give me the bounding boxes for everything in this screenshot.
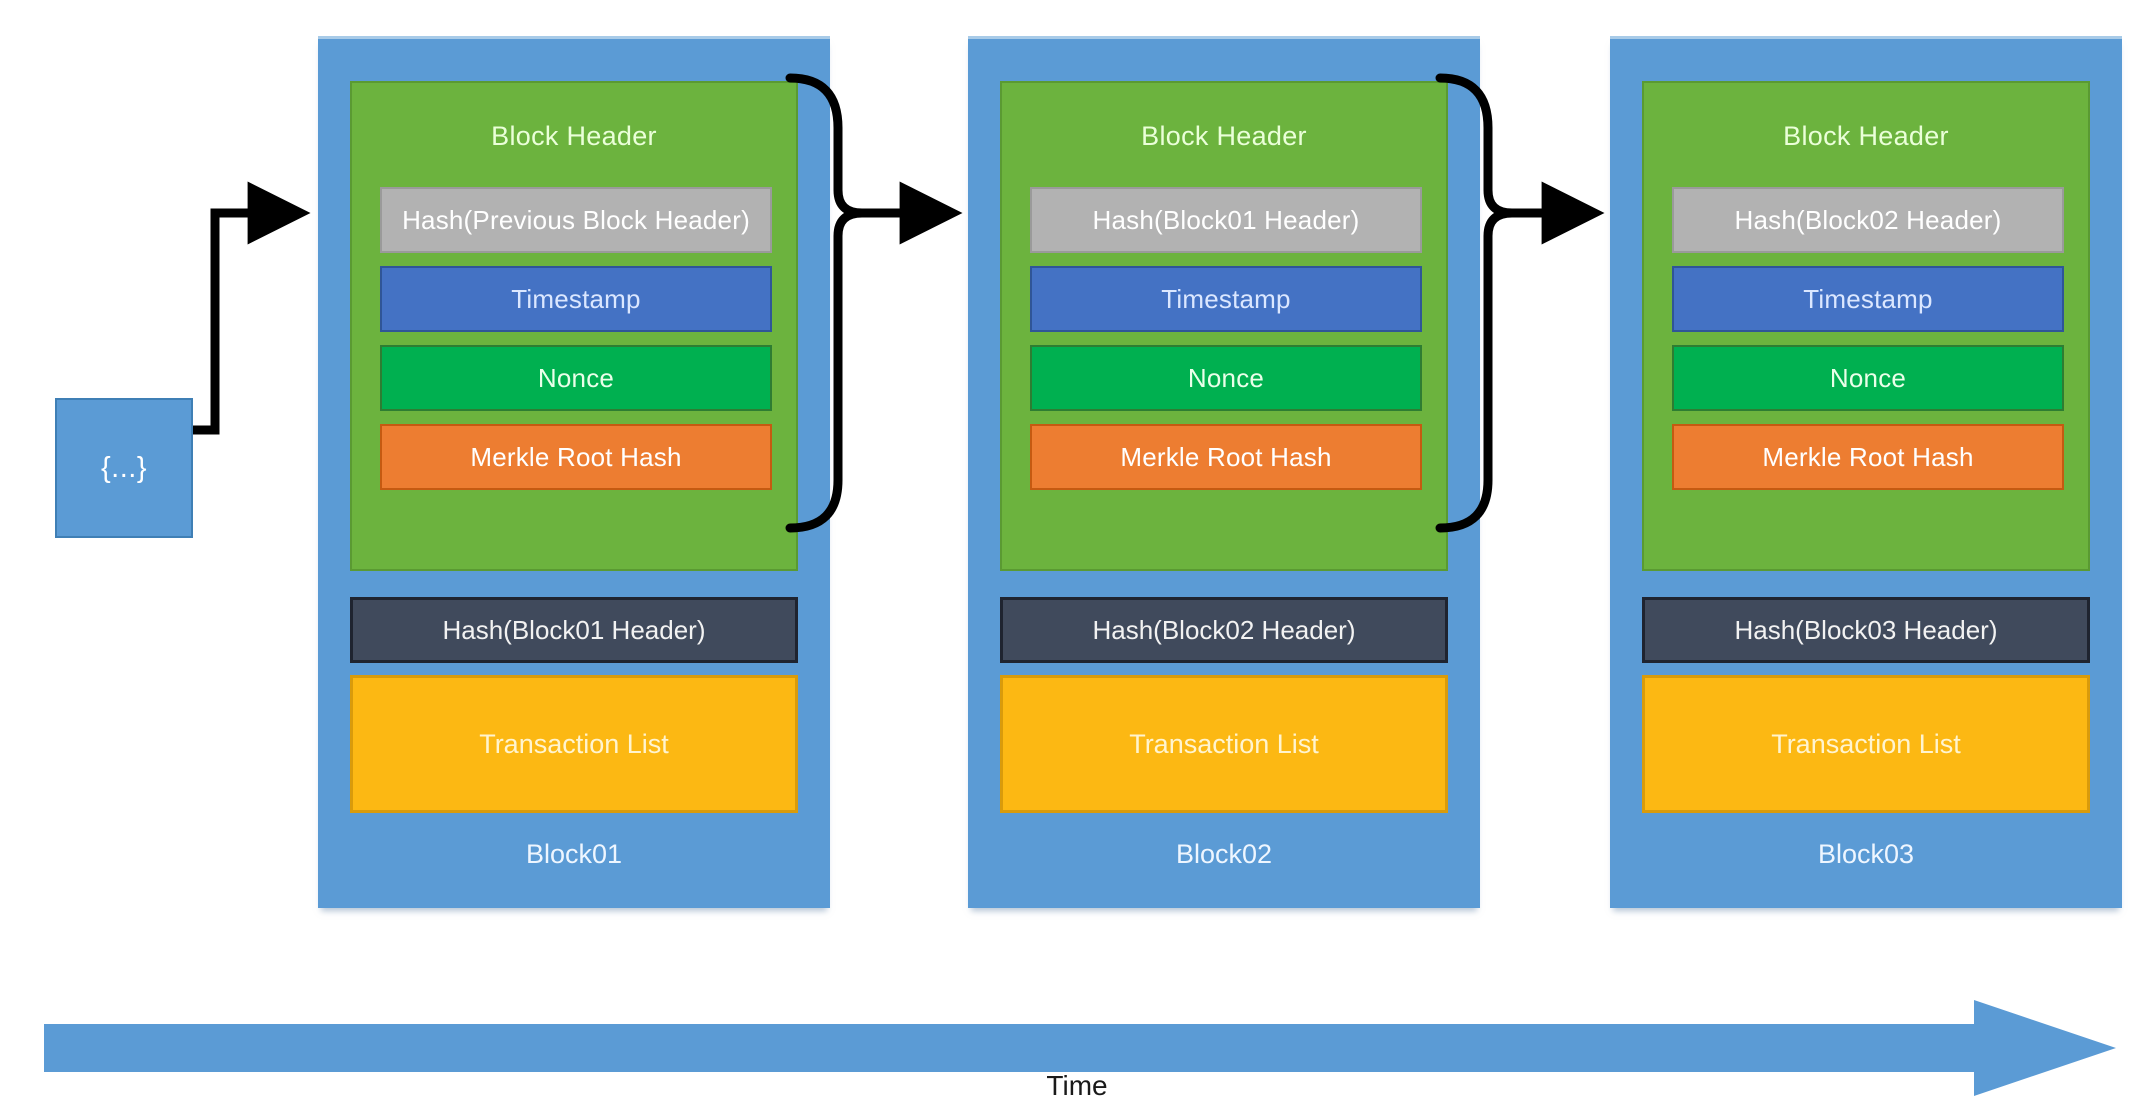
block-hash-bar-3[interactable]: Hash(Block03 Header) — [1642, 597, 2090, 663]
field-merkle-root-hash-2[interactable]: Merkle Root Hash — [1030, 424, 1422, 490]
time-axis-arrow-icon — [44, 1000, 2116, 1096]
field-nonce-2[interactable]: Nonce — [1030, 345, 1422, 411]
time-axis-label: Time — [1046, 1070, 1108, 1101]
field-previous-block-hash-1[interactable]: Hash(Previous Block Header) — [380, 187, 772, 253]
block-header-panel-2: Block Header Hash(Block01 Header) Timest… — [1000, 81, 1448, 571]
field-merkle-root-hash-3[interactable]: Merkle Root Hash — [1672, 424, 2064, 490]
block-header-panel-1: Block Header Hash(Previous Block Header)… — [350, 81, 798, 571]
block-card-2[interactable]: Block Header Hash(Block01 Header) Timest… — [968, 36, 1480, 908]
field-nonce-3[interactable]: Nonce — [1672, 345, 2064, 411]
block-header-title-1: Block Header — [491, 121, 657, 151]
block-caption-1: Block01 — [525, 839, 623, 869]
block-caption-2: Block02 — [1175, 839, 1273, 869]
block-header-panel-3: Block Header Hash(Block02 Header) Timest… — [1642, 81, 2090, 571]
block-header-title-3: Block Header — [1783, 121, 1949, 151]
connector-arrow-genesis-to-block1 — [193, 181, 311, 435]
field-previous-block-hash-3[interactable]: Hash(Block02 Header) — [1672, 187, 2064, 253]
transaction-list-1[interactable]: Transaction List — [350, 675, 798, 813]
previous-blocks-ellipsis-box[interactable]: {...} — [55, 398, 193, 538]
field-previous-block-hash-2[interactable]: Hash(Block01 Header) — [1030, 187, 1422, 253]
transaction-list-3[interactable]: Transaction List — [1642, 675, 2090, 813]
transaction-list-2[interactable]: Transaction List — [1000, 675, 1448, 813]
field-nonce-1[interactable]: Nonce — [380, 345, 772, 411]
block-caption-3: Block03 — [1817, 839, 1915, 869]
field-timestamp-3[interactable]: Timestamp — [1672, 266, 2064, 332]
block-card-1[interactable]: Block Header Hash(Previous Block Header)… — [318, 36, 830, 908]
ellipsis-label: {...} — [100, 451, 148, 484]
block-card-3[interactable]: Block Header Hash(Block02 Header) Timest… — [1610, 36, 2122, 908]
field-merkle-root-hash-1[interactable]: Merkle Root Hash — [380, 424, 772, 490]
field-timestamp-2[interactable]: Timestamp — [1030, 266, 1422, 332]
block-hash-bar-1[interactable]: Hash(Block01 Header) — [350, 597, 798, 663]
block-header-title-2: Block Header — [1141, 121, 1307, 151]
field-timestamp-1[interactable]: Timestamp — [380, 266, 772, 332]
block-hash-bar-2[interactable]: Hash(Block02 Header) — [1000, 597, 1448, 663]
